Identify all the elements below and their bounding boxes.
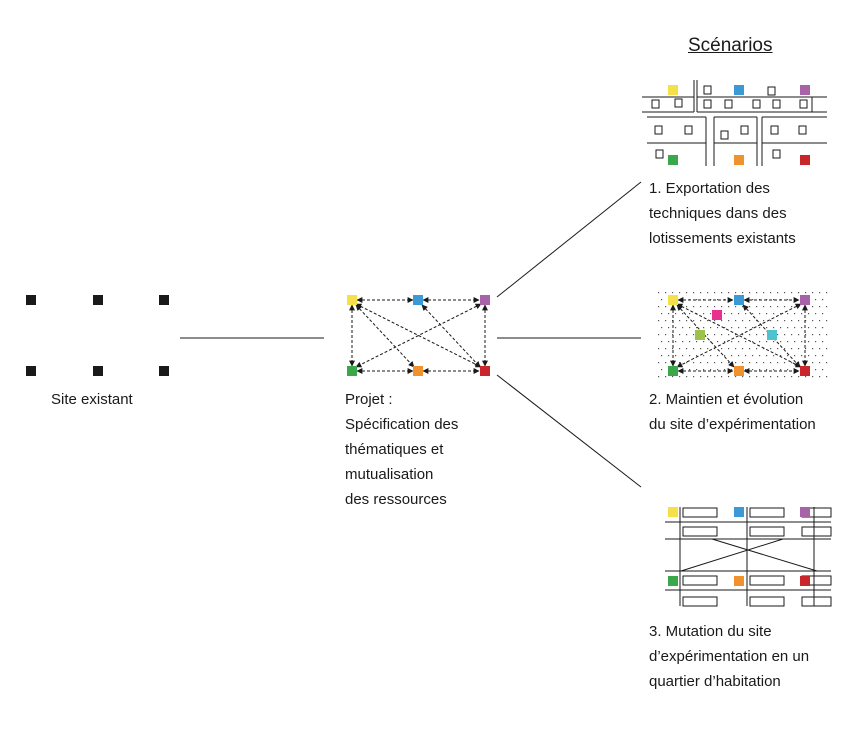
scenario-3-nodes	[668, 507, 810, 586]
node-red	[480, 366, 490, 376]
node-green	[347, 366, 357, 376]
scenario-1-nodes	[668, 85, 810, 165]
scenario-3-map	[665, 507, 832, 607]
scenario-2-label-line: du site d’expérimentation	[649, 416, 816, 433]
node-yellow	[347, 295, 357, 305]
scenario-1-label-line: techniques dans des	[649, 205, 787, 222]
node-lime	[695, 330, 705, 340]
scenario-3-label-line: d’expérimentation en un	[649, 648, 810, 665]
scenario-3-label-line: quartier d’habitation	[649, 673, 781, 690]
node-pink	[712, 310, 722, 320]
node-orange	[413, 366, 423, 376]
project-label-line: mutualisation	[345, 466, 434, 483]
node-purple	[480, 295, 490, 305]
connector-lines	[180, 181, 642, 488]
scenario-1-label-line: lotissements existants	[649, 230, 796, 247]
existing-site-points	[26, 295, 169, 376]
scenario-1-label-line: 1. Exportation des	[649, 180, 770, 197]
project-label-line: Spécification des	[345, 416, 459, 433]
project-label-line: des ressources	[345, 491, 447, 508]
existing-site-label: Site existant	[51, 391, 133, 408]
scenario-2-label-line: 2. Maintien et évolution	[649, 391, 804, 408]
node-blue	[413, 295, 423, 305]
scenario-3-label-line: 3. Mutation du site	[649, 623, 772, 640]
scenario-1-map	[642, 80, 827, 166]
project-label-line: thématiques et	[345, 441, 444, 458]
node-cyan	[767, 330, 777, 340]
scenario-2-network	[668, 295, 810, 376]
project-network	[347, 295, 490, 376]
project-label-line: Projet :	[345, 391, 393, 408]
scenarios-title: Scénarios	[688, 35, 773, 56]
